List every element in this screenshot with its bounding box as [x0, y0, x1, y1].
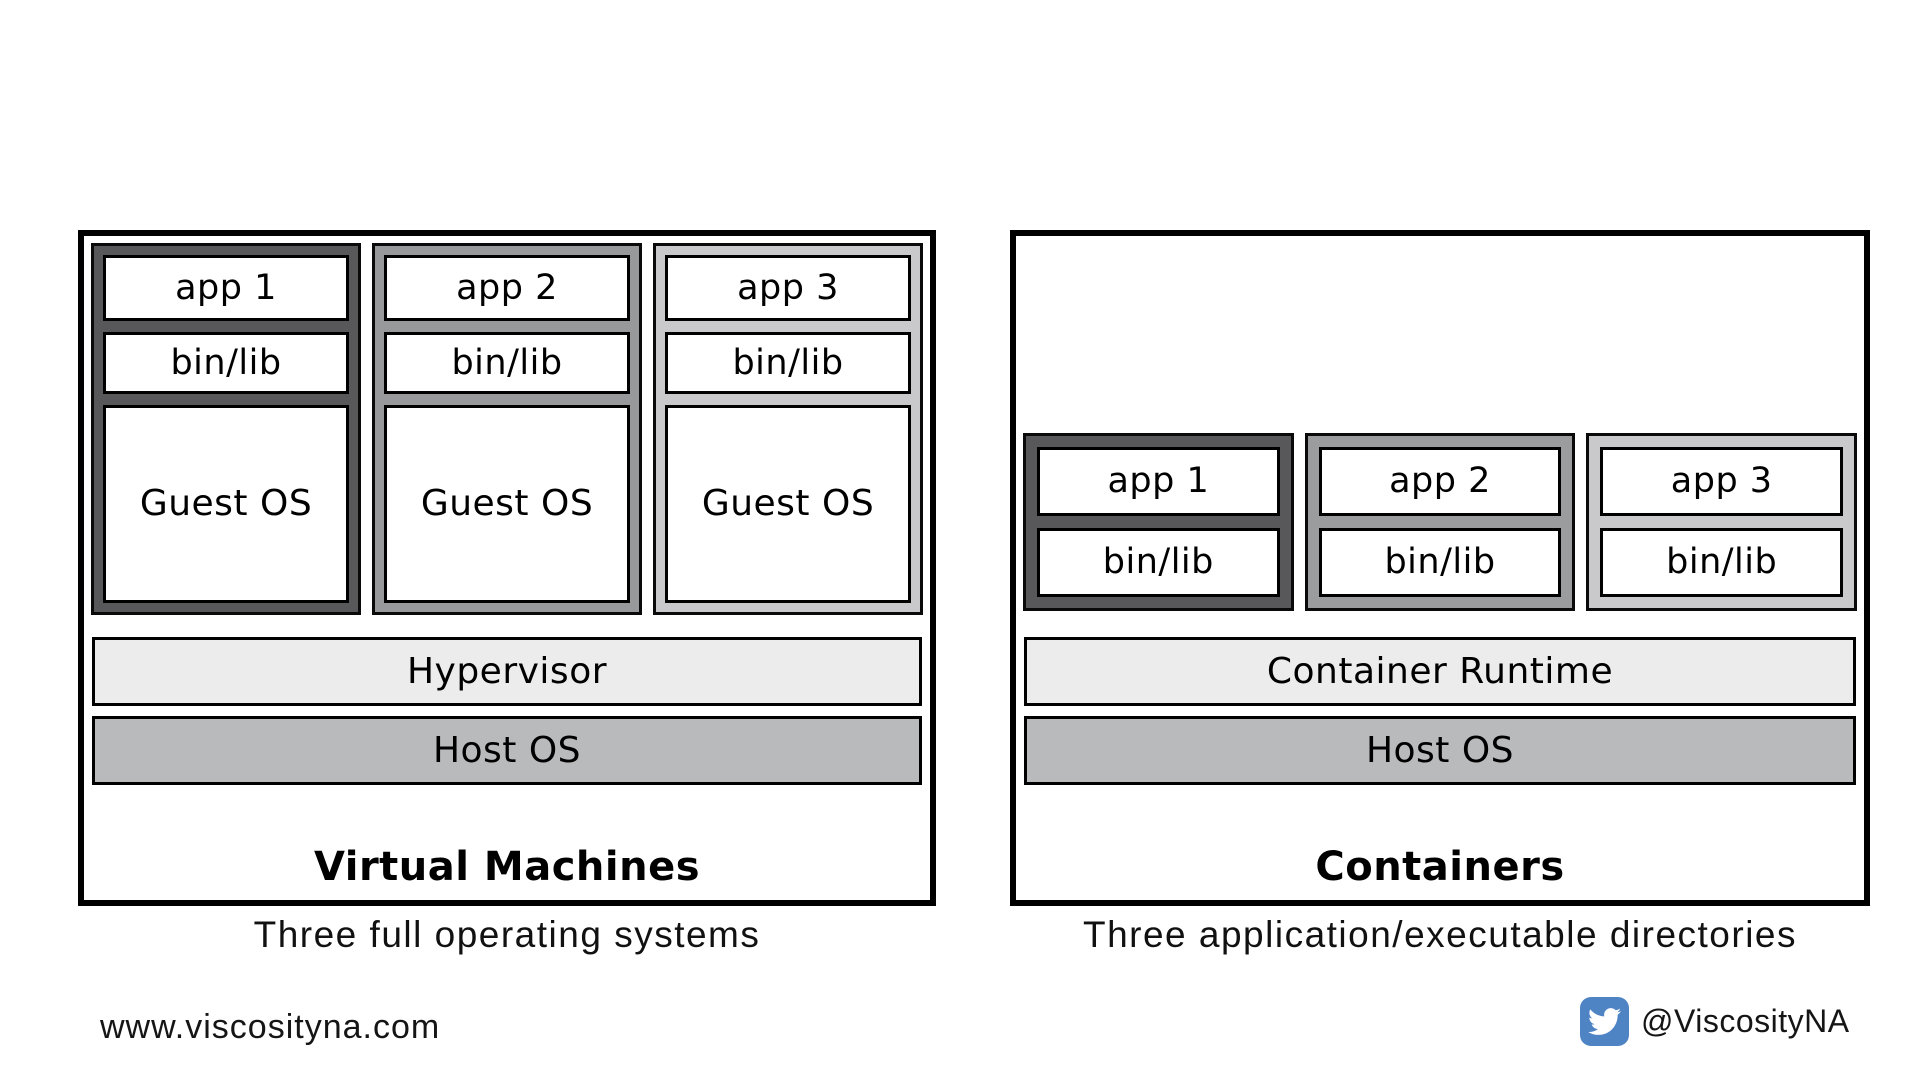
twitter-attribution: @ViscosityNA: [1580, 997, 1850, 1046]
ct3-binlib-box: bin/lib: [1600, 528, 1844, 597]
containers-diagram-panel: app 1 bin/lib app 2 bin/lib app 3 bin/li…: [1010, 230, 1870, 906]
twitter-handle: @ViscosityNA: [1641, 1003, 1850, 1039]
vm-column-1: app 1 bin/lib Guest OS: [91, 243, 361, 615]
vm-column-3: app 3 bin/lib Guest OS: [653, 243, 923, 615]
host-os-bar-right: Host OS: [1024, 716, 1856, 785]
container-runtime-bar: Container Runtime: [1024, 637, 1856, 706]
host-os-bar-left: Host OS: [92, 716, 922, 785]
ct2-app-box: app 2: [1318, 447, 1562, 516]
ct1-binlib-box: bin/lib: [1037, 528, 1280, 597]
container-column-2: app 2 bin/lib: [1304, 433, 1576, 611]
vm2-app-box: app 2: [384, 255, 630, 321]
containers-caption: Three application/executable directories: [1082, 914, 1798, 955]
containers-panel-title: Containers: [1315, 844, 1565, 890]
vm2-guest-os-box: Guest OS: [384, 405, 630, 603]
vm-caption: Three full operating systems: [253, 914, 761, 955]
twitter-icon: [1580, 997, 1629, 1046]
ct2-binlib-box: bin/lib: [1318, 528, 1562, 597]
vm1-guest-os-box: Guest OS: [103, 405, 349, 603]
vm3-app-box: app 3: [665, 255, 911, 321]
vm1-binlib-box: bin/lib: [103, 332, 349, 394]
ct1-app-box: app 1: [1037, 447, 1280, 516]
vm-column-2: app 2 bin/lib Guest OS: [372, 243, 642, 615]
container-column-1: app 1 bin/lib: [1023, 433, 1294, 611]
website-url: www.viscosityna.com: [100, 1008, 441, 1046]
vm3-guest-os-box: Guest OS: [665, 405, 911, 603]
vm1-app-box: app 1: [103, 255, 349, 321]
ct3-app-box: app 3: [1600, 447, 1844, 516]
vm2-binlib-box: bin/lib: [384, 332, 630, 394]
container-columns: app 1 bin/lib app 2 bin/lib app 3 bin/li…: [1023, 433, 1858, 611]
vm-columns: app 1 bin/lib Guest OS app 2 bin/lib Gue…: [91, 243, 923, 615]
hypervisor-bar: Hypervisor: [92, 637, 922, 706]
container-column-3: app 3 bin/lib: [1586, 433, 1858, 611]
vm-panel-title: Virtual Machines: [313, 844, 701, 890]
vm3-binlib-box: bin/lib: [665, 332, 911, 394]
vm-diagram-panel: app 1 bin/lib Guest OS app 2 bin/lib Gue…: [78, 230, 936, 906]
